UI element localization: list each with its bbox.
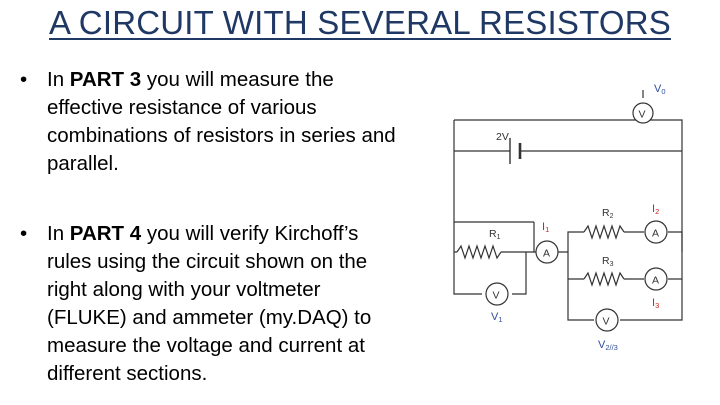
bullet-line: parallel. [47, 152, 119, 175]
label-i2: I2 [652, 203, 659, 216]
bullet-line: effective resistance of various [47, 96, 317, 119]
bullet-line: measure the voltage and current at [47, 334, 365, 357]
label-i3: I3 [652, 297, 659, 310]
bullet-marker: • [20, 222, 28, 245]
bullet-part-4: • In PART 4 you will verify Kirchoff’s r… [20, 220, 430, 388]
resistor-r2 [583, 224, 625, 240]
bullet-line: rules using the circuit shown on the [47, 250, 368, 273]
bullet-list: • In PART 3 you will measure the effecti… [20, 66, 430, 388]
resistor-r3 [583, 271, 625, 287]
bullet-line: (FLUKE) and ammeter (my.DAQ) to [47, 306, 372, 329]
battery-label: 2V [496, 131, 509, 143]
voltmeter-v0: V [632, 102, 654, 124]
bullet-prefix: In [47, 68, 70, 91]
resistor-r1 [456, 244, 502, 260]
svg-text:V: V [639, 109, 646, 121]
label-r3: R3 [602, 255, 614, 268]
label-r1: R1 [489, 228, 501, 241]
svg-text:A: A [543, 248, 550, 260]
bullet-bold: PART 4 [69, 222, 142, 245]
bullet-part-3: • In PART 3 you will measure the effecti… [20, 66, 430, 178]
label-v1: V1 [491, 311, 503, 324]
svg-text:V: V [493, 290, 500, 302]
label-i1: I1 [542, 221, 549, 234]
svg-text:A: A [652, 275, 659, 287]
bullet-marker: • [20, 68, 28, 91]
label-v0: V0 [654, 83, 666, 96]
bullet-line: In PART 3 you will measure the [47, 66, 430, 94]
bullet-bold: PART 3 [69, 68, 142, 91]
circuit-diagram: 2V V V V A A A V0 V1 V2//3 R1 R2 R3 I1 I… [453, 83, 683, 352]
bullet-line: combinations of resistors in series and [47, 124, 396, 147]
circuit-wires [453, 90, 683, 321]
bullet-line: In PART 4 you will verify Kirchoff’s [47, 220, 430, 248]
bullet-prefix: In [47, 222, 70, 245]
ammeter-i1: A [535, 240, 559, 264]
svg-text:V: V [603, 316, 610, 328]
bullet-text: you will measure the [141, 68, 334, 91]
bullet-line: right along with your voltmeter [47, 278, 321, 301]
bullet-text: you will verify Kirchoff’s [141, 222, 359, 245]
bullet-line: different sections. [47, 362, 208, 385]
battery-symbol [509, 138, 522, 164]
svg-text:A: A [652, 228, 659, 240]
voltmeter-v23: V [595, 308, 619, 332]
label-r2: R2 [602, 207, 614, 220]
voltmeter-v1: V [485, 282, 509, 306]
ammeter-i2: A [644, 220, 668, 244]
slide-title: A CIRCUIT WITH SEVERAL RESISTORS [49, 4, 671, 41]
label-v23: V2//3 [598, 339, 618, 352]
ammeter-i3: A [644, 267, 668, 291]
